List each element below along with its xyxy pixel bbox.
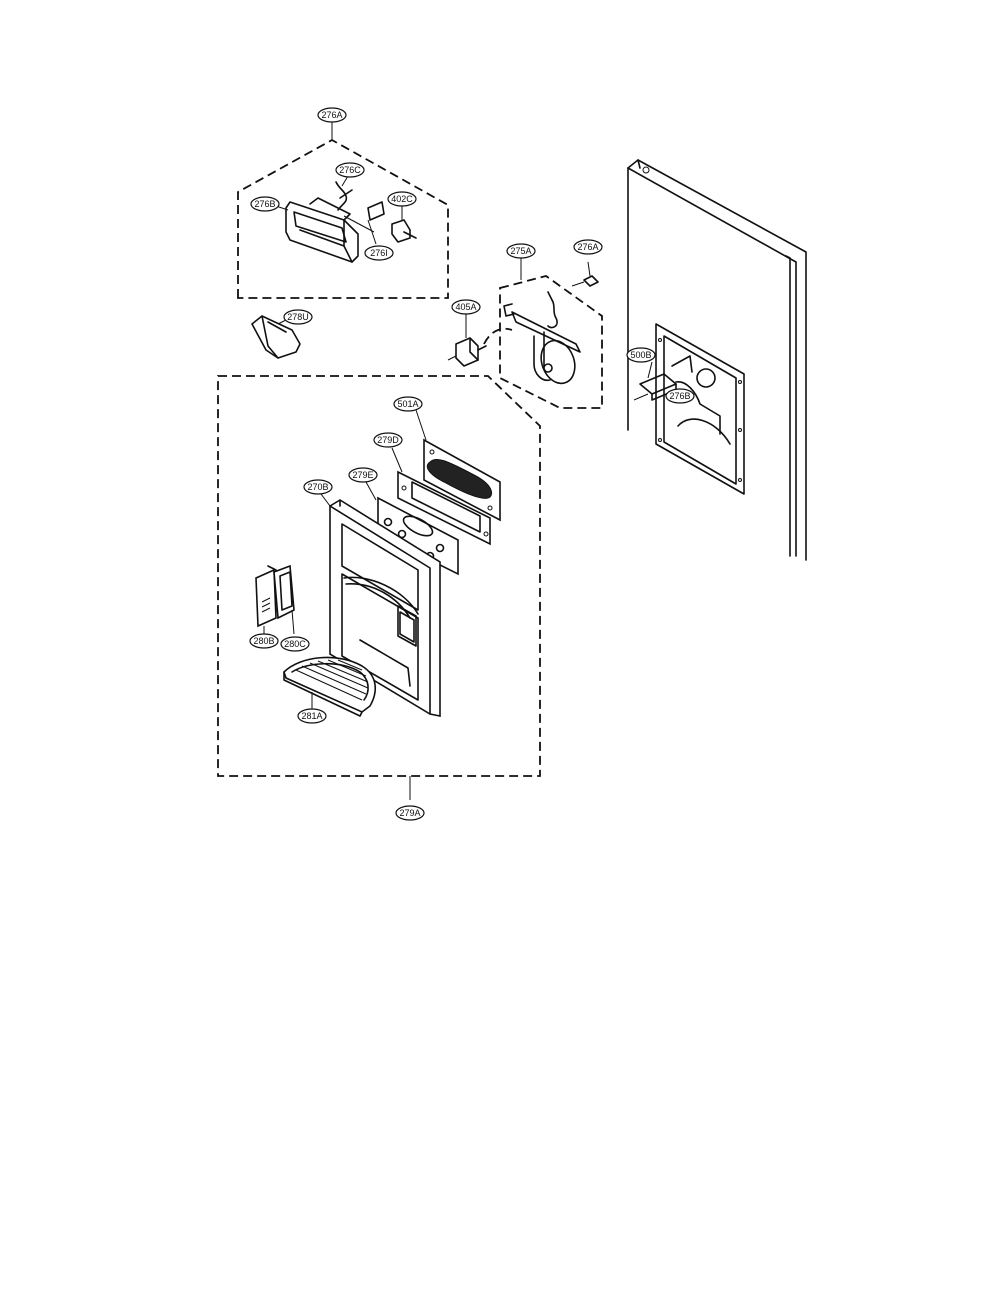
svg-text:276A: 276A: [321, 110, 342, 120]
label-278u: 278U: [283, 309, 313, 325]
label-281a: 281A: [297, 708, 327, 724]
svg-text:276C: 276C: [339, 165, 361, 175]
solenoid-405a-part: [447, 314, 513, 367]
svg-text:501A: 501A: [397, 399, 418, 409]
switch-500b-part: [633, 361, 677, 401]
label-500b: 500B: [626, 347, 656, 363]
svg-text:405A: 405A: [455, 302, 476, 312]
svg-text:275A: 275A: [510, 246, 531, 256]
svg-text:281A: 281A: [301, 711, 322, 721]
display-pcb-501a-part: [415, 409, 501, 522]
lever-pad-280b-part: [255, 565, 277, 634]
svg-text:276I: 276I: [370, 248, 388, 258]
label-276b: 276B: [250, 196, 280, 212]
svg-text:279A: 279A: [399, 808, 420, 818]
label-280b: 280B: [249, 633, 279, 649]
label-276a-right: 276A: [573, 239, 603, 255]
svg-text:279D: 279D: [377, 435, 399, 445]
label-276b-door: 276B: [665, 388, 695, 404]
label-279e: 279E: [348, 467, 378, 483]
svg-text:276B: 276B: [254, 199, 275, 209]
ice-chute-housing-part: [275, 197, 359, 263]
frame-279d-part: [391, 447, 491, 546]
svg-text:278U: 278U: [287, 312, 309, 322]
svg-text:276A: 276A: [577, 242, 598, 252]
group-276a-dashed-outline: [237, 122, 449, 299]
flap-278u-part: [251, 315, 301, 359]
svg-text:402C: 402C: [391, 194, 413, 204]
label-270b: 270B: [303, 479, 333, 495]
label-276i: 276I: [364, 245, 394, 261]
svg-text:280B: 280B: [253, 636, 274, 646]
svg-text:276B: 276B: [669, 391, 690, 401]
small-plate-part: [343, 201, 385, 245]
group-275a-dashed-outline: [499, 258, 603, 409]
label-276a-top: 276A: [317, 107, 347, 123]
label-279a: 279A: [395, 805, 425, 821]
refrigerator-door-part: [627, 159, 807, 561]
label-279d: 279D: [373, 432, 403, 448]
label-501a: 501A: [393, 396, 423, 412]
group-279a-dashed-outline: [217, 375, 541, 800]
lever-280c-part: [273, 564, 295, 635]
svg-text:279E: 279E: [352, 470, 373, 480]
switch-276a-small-part: [571, 261, 599, 287]
switch-bracket-part: [391, 206, 417, 243]
svg-text:500B: 500B: [630, 350, 651, 360]
label-275a: 275A: [506, 243, 536, 259]
dispenser-frame-270b-part: [317, 489, 441, 717]
svg-text:280C: 280C: [284, 639, 306, 649]
spring-wire-part: [335, 175, 353, 211]
label-276c: 276C: [335, 162, 365, 178]
motor-assembly-part: [503, 291, 581, 385]
svg-text:270B: 270B: [307, 482, 328, 492]
label-402c: 402C: [387, 191, 417, 207]
label-405a: 405A: [451, 299, 481, 315]
door-dispenser-recess-part: [655, 323, 745, 495]
drip-tray-281a-part: [283, 656, 377, 717]
label-280c: 280C: [280, 636, 310, 652]
